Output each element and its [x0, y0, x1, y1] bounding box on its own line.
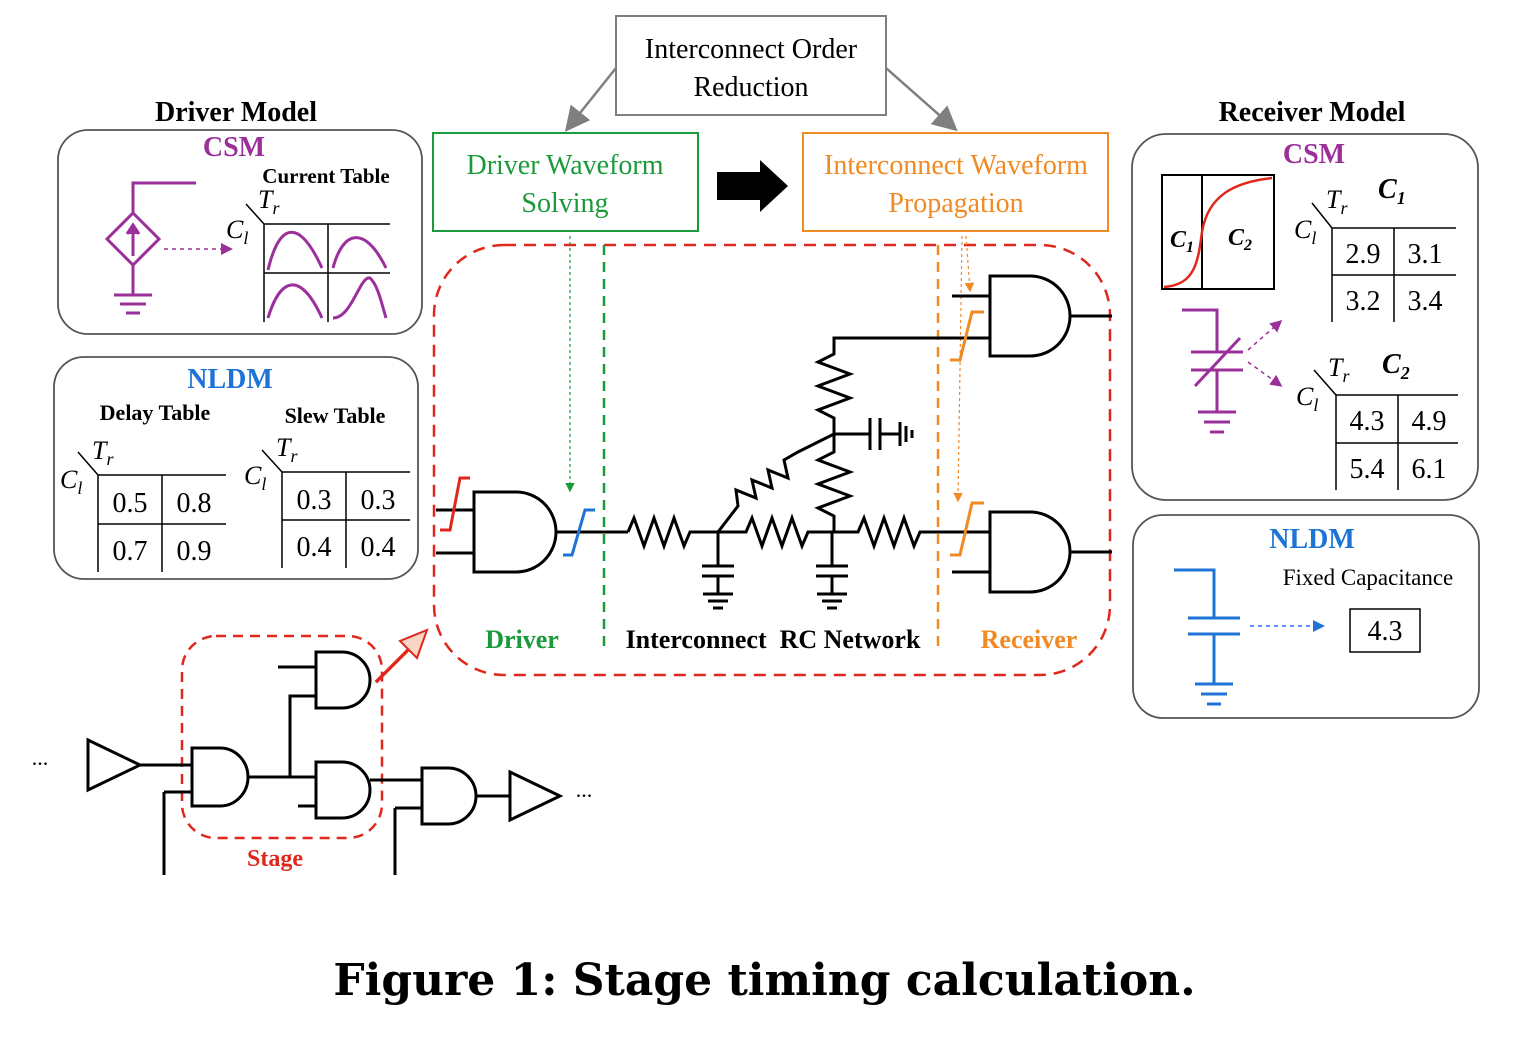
receiver-bottom-waveform [950, 501, 984, 557]
driver-csm-label: CSM [203, 132, 265, 163]
driver-waveform-box: Driver Waveform Solving [432, 132, 699, 232]
interconnect-waveform-line2: Propagation [888, 188, 1023, 219]
c1-cell: 3.4 [1408, 286, 1443, 317]
driver-csm-panel: CSM Current Table Tr Cl [57, 129, 423, 335]
driver-nldm-panel: NLDM Delay Table Slew Table Tr Cl 0.5 0.… [53, 356, 419, 580]
driver-gate-icon [436, 490, 628, 574]
current-table-grid: Tr Cl [226, 185, 390, 322]
arrow-to-driver-solving [564, 67, 617, 132]
rc-network-icon [626, 336, 990, 610]
driver-nldm-label: NLDM [187, 364, 273, 395]
svg-text:Cl: Cl [60, 465, 82, 498]
delay-cell: 0.7 [113, 536, 148, 567]
svg-text:Tr: Tr [92, 436, 114, 469]
stage-timing-diagram: Interconnect Order Reduction Driver Wave… [32, 15, 1480, 875]
slew-table: Tr Cl 0.3 0.3 0.4 0.4 [244, 433, 410, 568]
current-waveform-icons [266, 230, 388, 320]
delay-cell: 0.8 [177, 488, 212, 519]
receiver-label: Receiver [981, 625, 1078, 654]
svg-text:Tr: Tr [1328, 353, 1350, 386]
figure-caption: Figure 1: Stage timing calculation. [333, 955, 1196, 1006]
receiver-gate-bottom-icon [952, 510, 1112, 594]
delay-table: Tr Cl 0.5 0.8 0.7 0.9 [60, 436, 226, 572]
receiver-top-waveform [950, 310, 984, 362]
ellipsis-left: ... [32, 745, 49, 770]
cap-arrow-down [1247, 361, 1283, 387]
delay-cell: 0.5 [113, 488, 148, 519]
interconnect-waveform-line1: Interconnect Waveform [824, 150, 1088, 181]
c2-cell: 4.3 [1350, 406, 1385, 437]
order-reduction-line2: Reduction [693, 72, 808, 103]
svg-text:Tr: Tr [258, 185, 280, 218]
receiver-csm-label: CSM [1283, 139, 1345, 170]
circuit-path-icon [86, 650, 564, 875]
c1-cell: 2.9 [1346, 239, 1381, 270]
svg-text:Tr: Tr [1326, 185, 1348, 218]
c2-table: C2 Tr Cl 4.3 4.9 5.4 6.1 [1296, 349, 1458, 490]
receiver-model-title: Receiver Model [1219, 97, 1406, 128]
driver-model-title: Driver Model [155, 97, 317, 128]
svg-text:C1: C1 [1378, 174, 1406, 208]
slew-table-title: Slew Table [285, 403, 386, 428]
c1-table: C1 Tr Cl 2.9 3.1 3.2 3.4 [1294, 174, 1456, 322]
c2-cell: 6.1 [1412, 454, 1447, 485]
slew-cell: 0.3 [297, 485, 332, 516]
fixed-capacitor-icon [1174, 568, 1240, 706]
c2-cell: 4.9 [1412, 406, 1447, 437]
stage-label: Stage [247, 846, 303, 872]
svg-text:Cl: Cl [226, 215, 248, 248]
receiver-nldm-panel: NLDM Fixed Capacitance 4.3 [1132, 514, 1480, 719]
driver-input-waveform [440, 476, 470, 532]
svg-text:C2: C2 [1228, 225, 1252, 254]
receiver-csm-panel: CSM C1 C2 C1 Tr Cl [1131, 133, 1479, 501]
delay-table-title: Delay Table [100, 400, 211, 425]
stage-detail-boundary [432, 243, 1112, 677]
arrow-to-propagation [885, 67, 958, 132]
svg-text:Cl: Cl [244, 461, 266, 494]
ellipsis-right: ... [576, 777, 593, 802]
current-source-icon [104, 181, 196, 315]
c1-cell: 3.1 [1408, 239, 1443, 270]
capacitance-curve-box: C1 C2 [1161, 174, 1275, 290]
slew-cell: 0.4 [361, 532, 396, 563]
svg-text:Tr: Tr [276, 433, 298, 466]
driver-waveform-line1: Driver Waveform [466, 150, 663, 181]
flow-arrow-icon [717, 160, 788, 212]
driver-output-waveform [563, 508, 595, 557]
svg-text:Cl: Cl [1296, 382, 1318, 415]
svg-text:C1: C1 [1170, 227, 1194, 256]
slew-cell: 0.3 [361, 485, 396, 516]
order-reduction-line1: Interconnect Order [645, 34, 858, 65]
c1-cell: 3.2 [1346, 286, 1381, 317]
interconnect-waveform-box: Interconnect Waveform Propagation [802, 132, 1109, 232]
delay-cell: 0.9 [177, 536, 212, 567]
driver-waveform-line2: Solving [521, 188, 608, 219]
propagation-arrow-bottom [953, 235, 963, 503]
fixed-cap-value-box [1349, 608, 1421, 653]
current-table-title: Current Table [262, 164, 389, 188]
driver-label: Driver [485, 625, 559, 654]
slew-cell: 0.4 [297, 532, 332, 563]
fixed-cap-value: 4.3 [1368, 616, 1403, 647]
interconnect-label: Interconnect RC Network [626, 625, 921, 654]
svg-text:Cl: Cl [1294, 215, 1316, 248]
c2-cell: 5.4 [1350, 454, 1385, 485]
fixed-capacitance-label: Fixed Capacitance [1283, 565, 1454, 590]
cap-arrow-up [1247, 320, 1283, 351]
order-reduction-box: Interconnect Order Reduction [615, 15, 887, 116]
zoom-arrow-icon [374, 628, 429, 684]
variable-capacitor-icon [1182, 308, 1243, 434]
receiver-gate-top-icon [952, 274, 1112, 358]
svg-text:C2: C2 [1382, 349, 1410, 383]
receiver-nldm-label: NLDM [1269, 524, 1355, 555]
